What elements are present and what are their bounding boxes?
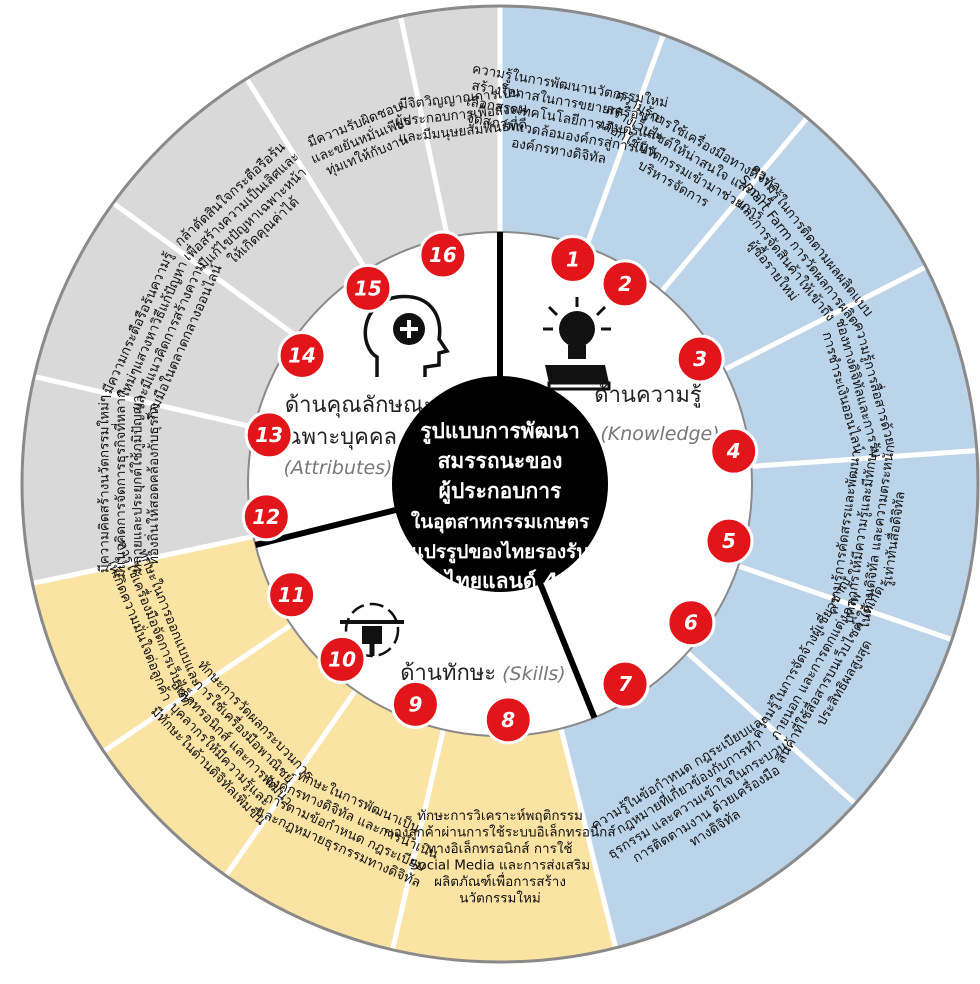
badge-circle: [666, 598, 716, 648]
badge-circle: [267, 570, 317, 620]
badge-number: 13: [255, 423, 283, 447]
badge-14: 14: [277, 330, 327, 380]
badge-16: 16: [418, 230, 468, 280]
badge-circle: [600, 259, 650, 309]
badge-number: 12: [252, 505, 280, 529]
badge-circle: [704, 516, 754, 566]
segment-text-line: ท้องถิ่นให้สอดคล้องกับธุรกิจ: [144, 403, 162, 565]
badge-circle: [343, 263, 393, 313]
center-line-5: แปรรูปของไทยรองรับ: [412, 540, 589, 564]
segment-text-line: Social Media และการส่งเสริม: [410, 857, 590, 873]
center-line-4: ในอุตสาหกรรมเกษตร: [411, 510, 590, 534]
outer-ring-outline: [20, 4, 980, 964]
badge-number: 11: [278, 583, 306, 607]
badge-number: 14: [288, 343, 316, 367]
center-line-2: สมรรถนะของ: [438, 449, 563, 473]
badge-1: 1: [548, 235, 598, 285]
center-line-6: ยุคไทยแลนด์ 4.0: [419, 568, 581, 595]
badge-circle: [418, 230, 468, 280]
badge-circle: [548, 235, 598, 285]
badge-number: 9: [408, 692, 422, 716]
badge-7: 7: [600, 659, 650, 709]
badge-5: 5: [704, 516, 754, 566]
center-line-3: ผู้ประกอบการ: [439, 479, 562, 505]
badge-8: 8: [483, 695, 533, 745]
badge-circle: [390, 679, 440, 729]
badge-6: 6: [666, 598, 716, 648]
badge-9: 9: [390, 679, 440, 729]
badge-circle: [244, 410, 294, 460]
badge-3: 3: [675, 334, 725, 384]
lightbulb-book-icon: [543, 297, 611, 391]
badge-2: 2: [600, 259, 650, 309]
badge-circle: [317, 634, 367, 684]
attributes-label-en: (Attributes): [284, 457, 393, 479]
badge-number: 6: [684, 611, 698, 635]
center-line-1: รูปแบบการพัฒนา: [420, 419, 580, 445]
attributes-label-line-2: เฉพาะบุคคล: [279, 425, 397, 450]
knowledge-label-en: (Knowledge): [600, 423, 719, 445]
segment-text-12: มีความคิดสร้างนวัตกรรมใหม่ๆมีแนวคิดการจั…: [95, 390, 162, 578]
segment-text-line: ทักษะการวิเคราะห์พฤติกรรม: [417, 807, 583, 824]
badge-number: 8: [501, 708, 515, 732]
segment-text-line: ทางอิเล็กทรอนิกส์ การใช้: [427, 839, 572, 857]
segment-text-8: ทักษะการวิเคราะห์พฤติกรรมของลูกค้าผ่านกา…: [384, 807, 615, 907]
badge-circle: [241, 492, 291, 542]
segment-text-line: นวัตกรรมใหม่: [459, 889, 541, 906]
center-hub: [392, 376, 608, 592]
hand-tool-icon: [340, 602, 404, 658]
badge-circle: [675, 334, 725, 384]
badge-number: 7: [618, 672, 632, 696]
badge-number: 10: [328, 647, 356, 671]
segment-text-line: มีแนวคิดการจัดการธุรกิจที่หลาก: [111, 390, 129, 578]
segment-text-line: มีความคิดสร้างนวัตกรรมใหม่ๆ: [95, 395, 112, 573]
segment-text-16: มีจิตวิญญาณการเป็นผู้ประกอบการเพื่อสังคม…: [394, 82, 528, 146]
badge-circle: [600, 659, 650, 709]
badge-circle: [277, 330, 327, 380]
segment-text-line: หลายและประยุกต์ใช้ภูมิปัญญา: [128, 395, 145, 573]
badge-11: 11: [267, 570, 317, 620]
skills-label-en: (Skills): [502, 663, 566, 685]
segment-text-line: ของลูกค้าผ่านการใช้ระบบอิเล็กทรอนิกส์: [384, 822, 615, 840]
badge-number: 3: [693, 347, 707, 371]
head-plus-icon: [363, 294, 450, 377]
badge-15: 15: [343, 263, 393, 313]
attributes-label-line-1: ด้านคุณลักษณะ: [285, 393, 435, 418]
badge-circle: [483, 695, 533, 745]
badge-13: 13: [244, 410, 294, 460]
badge-10: 10: [317, 634, 367, 684]
badge-number: 1: [566, 248, 580, 272]
knowledge-label: ด้านความรู้: [594, 383, 702, 408]
center-title: รูปแบบการพัฒนา สมรรถนะของ ผู้ประกอบการ ใ…: [411, 419, 590, 595]
badge-number: 15: [354, 276, 382, 300]
badge-number: 16: [429, 243, 457, 267]
badge-number: 2: [618, 272, 632, 296]
badge-12: 12: [241, 492, 291, 542]
badge-number: 4: [726, 439, 741, 463]
badge-number: 5: [722, 529, 736, 553]
badge-circle: [709, 426, 759, 476]
segment-text-line: ผลิตภัณฑ์เพื่อการสร้าง: [434, 872, 566, 890]
badge-4: 4: [709, 426, 759, 476]
